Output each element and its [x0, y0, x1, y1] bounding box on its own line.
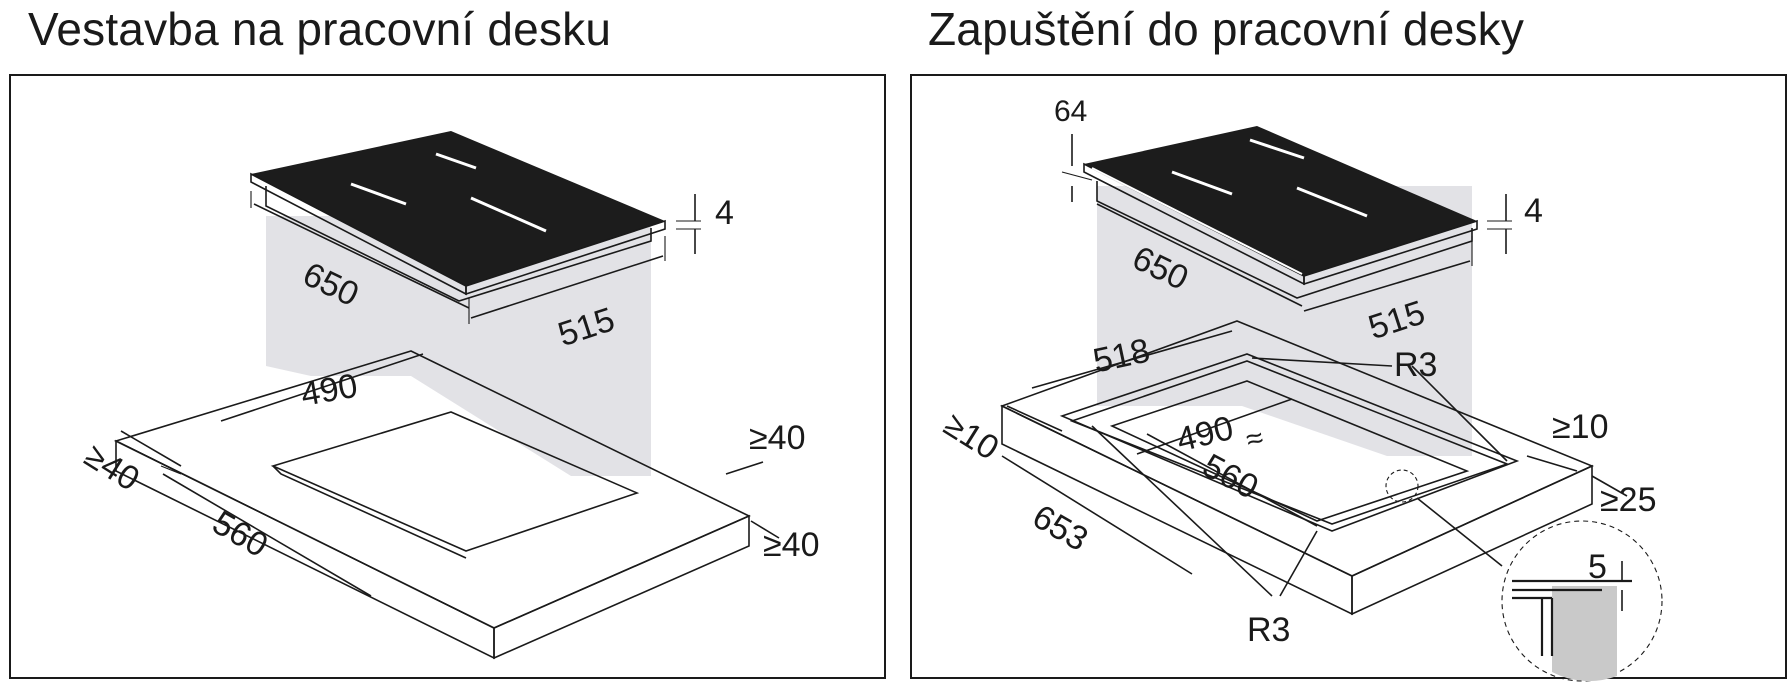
projection-shade — [266, 216, 651, 476]
dim-line-560 — [162, 473, 372, 597]
hob-glass — [1084, 126, 1477, 276]
dim-cutout-depth: 490 — [1173, 409, 1237, 460]
zone-mark — [1249, 138, 1305, 160]
zone-mark — [350, 182, 407, 206]
dim-line-653 — [1001, 455, 1193, 575]
radius-top: R3 — [1394, 346, 1437, 384]
flush-mount-diagram: 64 650 515 4 518 R3 490 ≈ 560 653 ≥10 — [937, 95, 1663, 682]
zone-mark — [1296, 186, 1368, 218]
dim-detail-depth: 5 — [1588, 548, 1607, 586]
countertop-side — [493, 514, 750, 660]
dim-cutout-length: 560 — [206, 504, 274, 565]
detail-section — [1552, 586, 1617, 682]
dim-line-515 — [1303, 260, 1471, 312]
dim-line-515 — [470, 255, 664, 319]
countertop-top — [113, 350, 751, 629]
detail-circle — [1501, 520, 1663, 682]
surface-mount-diagram: 650 515 4 490 560 ≥40 ≥40 ≥40 — [78, 131, 819, 660]
radius-bottom: R3 — [1247, 611, 1290, 649]
dim-side-margin-a: ≥10 — [1552, 408, 1608, 446]
right-diagram-frame: 64 650 515 4 518 R3 490 ≈ 560 653 ≥10 — [910, 74, 1787, 682]
zone-mark — [435, 152, 477, 170]
dim-hob-frame: 64 — [1054, 95, 1087, 128]
dim-line-490 — [220, 353, 424, 422]
left-diagram-frame: 650 515 4 490 560 ≥40 ≥40 ≥40 — [9, 74, 886, 679]
dim-line-560 — [1146, 433, 1318, 527]
left-panel-title: Vestavba na pracovní desku — [28, 3, 612, 55]
detail-marker — [1385, 469, 1419, 503]
dim-line-518 — [1031, 330, 1233, 389]
zone-mark — [1171, 170, 1233, 196]
dim-line-650 — [1096, 203, 1303, 307]
approx-mark: ≈ — [1243, 421, 1267, 457]
projection-shade — [1097, 186, 1472, 456]
dim-glass-thickness: 4 — [1524, 192, 1543, 230]
countertop-cutout — [270, 411, 640, 552]
countertop-rebate — [1059, 353, 1520, 532]
right-panel-title: Zapuštění do pracovní desky — [928, 3, 1525, 55]
dim-side-margin-b: ≥25 — [1600, 481, 1656, 519]
zone-mark — [470, 196, 547, 233]
dim-front-margin: ≥40 — [78, 437, 146, 499]
dim-line-650 — [253, 203, 470, 309]
dim-line-490 — [1136, 398, 1293, 455]
countertop-front — [115, 439, 495, 660]
dim-front-margin: ≥10 — [937, 405, 1005, 467]
dim-rear-margin: ≥40 — [763, 526, 819, 564]
hob-glass — [251, 131, 665, 286]
dim-glass-thickness: 4 — [715, 194, 734, 232]
dim-side-margin: ≥40 — [749, 419, 805, 457]
countertop-side — [1351, 464, 1593, 616]
